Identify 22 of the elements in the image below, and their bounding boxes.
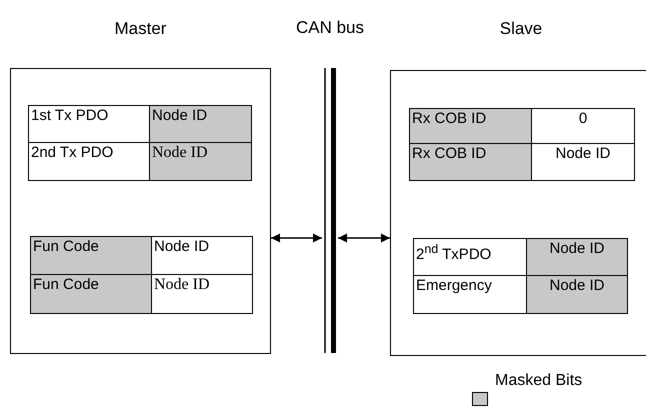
double-arrow <box>271 234 322 242</box>
double-arrow <box>338 234 390 242</box>
table-cell: Node ID <box>526 238 628 277</box>
table-cell: Node ID <box>149 142 252 181</box>
table-cell: Emergency <box>413 275 528 314</box>
table-cell: Fun Code <box>30 236 153 276</box>
table-cell: Node ID <box>149 105 252 144</box>
legend-label: Masked Bits <box>495 372 582 390</box>
device-title: Master <box>114 19 166 39</box>
table-cell: Node ID <box>526 275 628 314</box>
table-cell: 2nd Tx PDO <box>28 142 151 181</box>
table-cell: Node ID <box>151 274 253 314</box>
table-cell: Rx COB ID <box>409 108 533 145</box>
table-cell: 1st Tx PDO <box>28 105 151 144</box>
table-cell: Rx COB ID <box>409 143 533 181</box>
bus-title: CAN bus <box>296 18 364 38</box>
table-cell: 0 <box>531 108 635 145</box>
device-title: Slave <box>500 19 542 39</box>
table-cell: 2$^{nd}$ TxPDO <box>413 238 528 277</box>
table-cell: Node ID <box>151 236 253 276</box>
table-cell: Fun Code <box>30 274 153 314</box>
table-cell: Node ID <box>531 143 635 181</box>
